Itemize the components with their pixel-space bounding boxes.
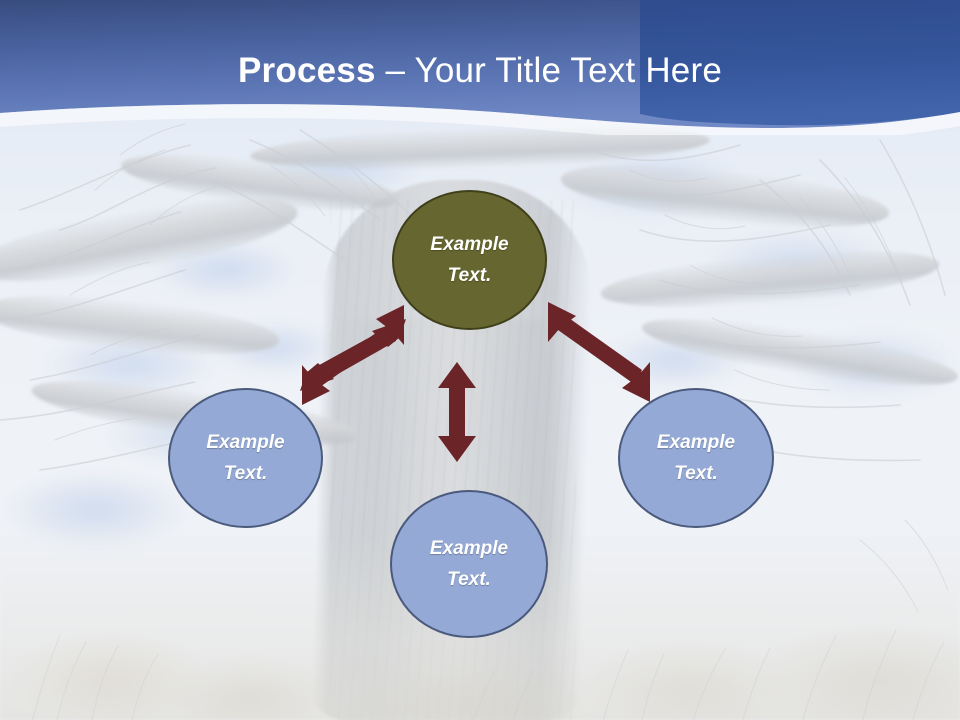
connector-right-diagonal[interactable] xyxy=(546,300,652,404)
node-left[interactable]: Example Text. xyxy=(168,388,323,528)
connector-center-vertical[interactable] xyxy=(438,362,476,462)
double-headed-arrow-icon xyxy=(548,302,650,402)
node-top[interactable]: Example Text. xyxy=(392,190,547,330)
double-headed-arrow-icon xyxy=(438,362,476,462)
double-headed-arrow-icon xyxy=(300,305,406,405)
header-shape-right xyxy=(640,0,960,126)
scrub-twigs xyxy=(31,629,945,720)
header-band xyxy=(0,0,960,135)
node-bottom[interactable]: Example Text. xyxy=(390,490,548,638)
node-right-line1: Example xyxy=(656,432,736,453)
page-title-rest: – Your Title Text Here xyxy=(375,51,722,90)
node-bottom-line1: Example xyxy=(429,538,509,559)
page-title-strong: Process xyxy=(238,51,376,90)
node-top-line2: Text. xyxy=(447,265,492,286)
node-top-line1: Example xyxy=(430,234,509,255)
node-right-line2: Text. xyxy=(674,463,718,484)
node-bottom-line2: Text. xyxy=(447,569,491,590)
page-title: Process – Your Title Text Here xyxy=(0,50,960,92)
node-left-line2: Text. xyxy=(223,463,268,484)
connector-left-diagonal[interactable] xyxy=(300,303,406,407)
header-wave-highlight xyxy=(0,104,960,135)
node-left-line1: Example xyxy=(206,432,285,453)
node-right[interactable]: Example Text. xyxy=(618,388,774,528)
